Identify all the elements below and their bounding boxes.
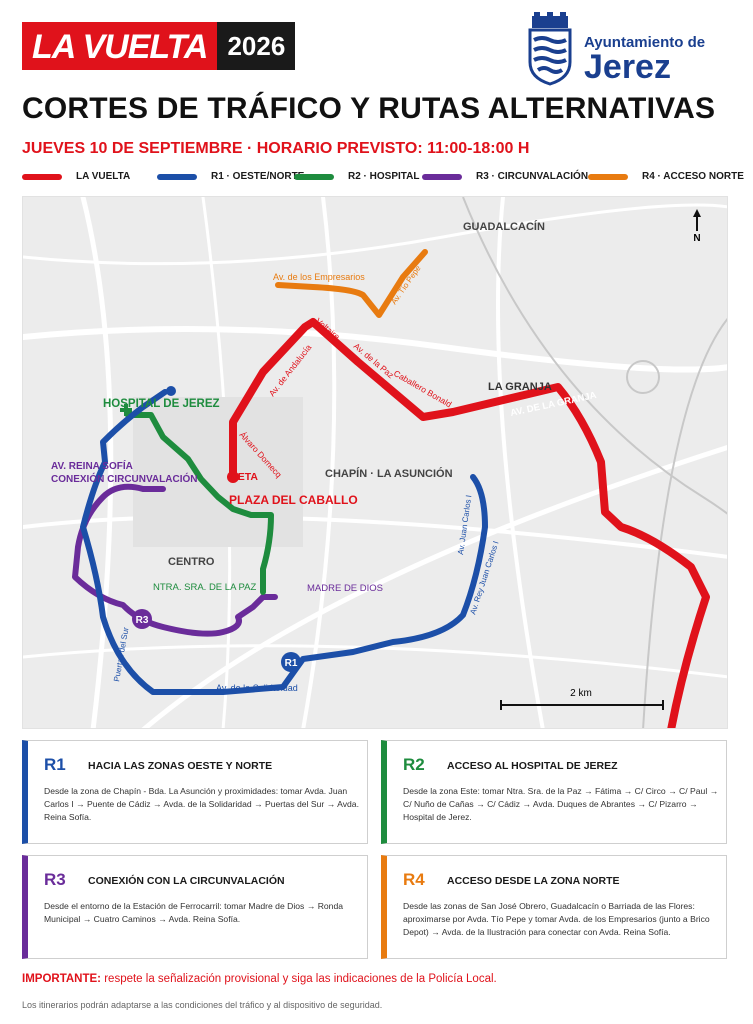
city-name: Jerez [584, 48, 671, 86]
route-panel-r1: R1 HACIA LAS ZONAS OESTE Y NORTE Desde l… [22, 740, 368, 844]
panel-title: CONEXIÓN CON LA CIRCUNVALACIÓN [88, 875, 285, 887]
panel-text: Desde las zonas de San José Obrero, Guad… [403, 901, 710, 937]
legend-label: R3 · CIRCUNVALACIÓN [476, 171, 589, 182]
route-r4-line [275, 249, 428, 318]
base-roads [23, 197, 727, 728]
legend-label: R2 · HOSPITAL [348, 171, 420, 182]
label-juan-carlos: Av. Juan Carlos I [456, 494, 473, 555]
legend-item-vuelta: LA VUELTA [22, 171, 130, 182]
hospital-cross-icon [120, 404, 132, 416]
route-panel-r4: R4 ACCESO DESDE LA ZONA NORTE Desde las … [381, 855, 727, 959]
date-and-schedule: JUEVES 10 DE SEPTIEMBRE · HORARIO PREVIS… [22, 140, 530, 157]
route-vuelta-line [229, 318, 710, 728]
important-text: respete la señalización provisional y si… [104, 973, 497, 985]
area-chapin: CHAPÍN · LA ASUNCIÓN [325, 467, 453, 480]
panel-text: Desde la zona Este: tomar Ntra. Sra. de … [403, 786, 719, 822]
route-r1-line [80, 389, 488, 695]
label-ntra-sra-paz: NTRA. SRA. DE LA PAZ [153, 582, 256, 593]
scale-bar [500, 700, 664, 710]
panel-code: R3 [44, 870, 66, 889]
route-panel-r3: R3 CONEXIÓN CON LA CIRCUNVALACIÓN Desde … [22, 855, 368, 959]
finish-marker [227, 471, 239, 483]
label-meta: META [229, 471, 258, 483]
legend-swatch [157, 173, 197, 180]
legend-item-r1: R1 · OESTE/NORTE [157, 171, 304, 182]
label-solidaridad: Av. de la Solidaridad [216, 683, 298, 693]
panel-text: Desde la zona de Chapín - Bda. La Asunci… [44, 786, 359, 822]
footer-note: Los itinerarios podrán adaptarse a las c… [22, 1000, 383, 1010]
panel-title: ACCESO AL HOSPITAL DE JEREZ [447, 760, 618, 772]
r1-badge [281, 652, 301, 672]
r1-badge-label: R1 [285, 658, 298, 669]
label-reina-sofia: AV. REINA SOFÍA [51, 459, 133, 472]
north-arrow-head [693, 209, 701, 217]
city-line1: Ayuntamiento de [584, 34, 706, 51]
route-legend: LA VUELTA R1 · OESTE/NORTE R2 · HOSPITAL… [22, 171, 744, 187]
legend-swatch [22, 173, 62, 180]
legend-item-r4: R4 · ACCESO NORTE [588, 171, 744, 182]
label-puertas-sur: Puertas del Sur [112, 626, 130, 682]
legend-swatch [294, 173, 334, 180]
label-av-andalucia: Av. de Andalucía [267, 342, 314, 398]
r3-badge [132, 609, 152, 629]
legend-swatch [422, 173, 462, 180]
panel-title: HACIA LAS ZONAS OESTE Y NORTE [88, 760, 273, 772]
important-notice: IMPORTANTE: respete la señalización prov… [22, 973, 497, 985]
panel-code: R2 [403, 755, 425, 774]
page-title: CORTES DE TRÁFICO Y RUTAS ALTERNATIVAS [22, 92, 716, 125]
la-vuelta-logo: LA VUELTA 2026 [22, 22, 296, 70]
label-plaza-caballo: PLAZA DEL CABALLO [229, 493, 358, 507]
label-empresarios: Av. de los Empresarios [273, 272, 365, 282]
area-madre-de-dios: MADRE DE DIOS [307, 583, 383, 594]
scale-label: 2 km [570, 688, 592, 699]
panel-text: Desde el entorno de la Estación de Ferro… [44, 901, 344, 924]
north-label: N [693, 233, 700, 244]
legend-swatch [588, 173, 628, 180]
area-guadalcacin: GUADALCACÍN [463, 220, 545, 233]
legend-label: R4 · ACCESO NORTE [642, 171, 744, 182]
city-center-block [133, 397, 303, 547]
legend-label: R1 · OESTE/NORTE [211, 171, 305, 182]
important-label: IMPORTANTE: [22, 973, 102, 985]
ayuntamiento-logo: Ayuntamiento de Jerez [522, 12, 722, 86]
legend-item-r2: R2 · HOSPITAL [294, 171, 419, 182]
r3-badge-label: R3 [136, 615, 149, 626]
legend-label: LA VUELTA [76, 171, 131, 182]
jerez-crest-icon [528, 12, 572, 86]
legend-item-r3: R3 · CIRCUNVALACIÓN [422, 171, 588, 182]
route-r3-line [72, 483, 278, 637]
label-hospital: HOSPITAL DE JEREZ [103, 398, 220, 410]
panel-code: R1 [44, 755, 66, 774]
route-r2-line [125, 412, 274, 595]
brand-name: LA VUELTA [22, 22, 218, 70]
panel-code: R4 [403, 870, 425, 889]
area-la-granja: LA GRANJA [488, 381, 552, 393]
brand-year: 2026 [217, 22, 296, 70]
hospital-marker [166, 386, 176, 396]
route-panel-r2: R2 ACCESO AL HOSPITAL DE JEREZ Desde la … [381, 740, 727, 844]
traffic-map[interactable]: R3 R1 N 2 km GUADALCACÍN LA GRANJA CHAPÍ… [22, 196, 728, 729]
area-centro: CENTRO [168, 556, 215, 568]
panel-title: ACCESO DESDE LA ZONA NORTE [447, 875, 620, 887]
header: LA VUELTA 2026 Ayuntamiento de Jerez [0, 0, 753, 90]
label-conexion: CONEXIÓN CIRCUNVALACIÓN [51, 472, 197, 485]
highways [462, 197, 727, 728]
